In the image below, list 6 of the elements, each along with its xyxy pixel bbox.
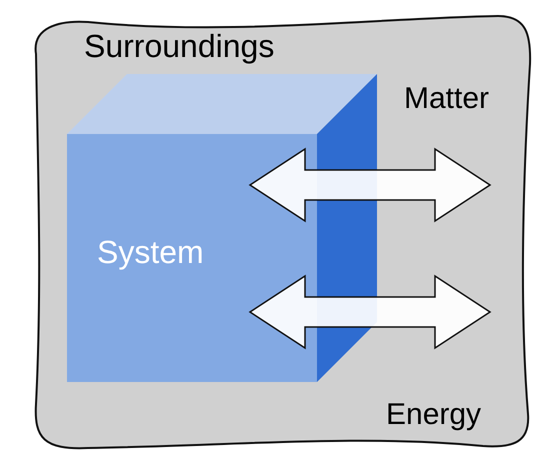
system-label: System [97, 234, 204, 271]
edge-label: Matter [404, 82, 490, 116]
region-label: Surroundings [84, 28, 274, 65]
double-arrow [248, 274, 492, 350]
double-arrow [248, 148, 492, 222]
edge-label: Energy [386, 398, 482, 432]
